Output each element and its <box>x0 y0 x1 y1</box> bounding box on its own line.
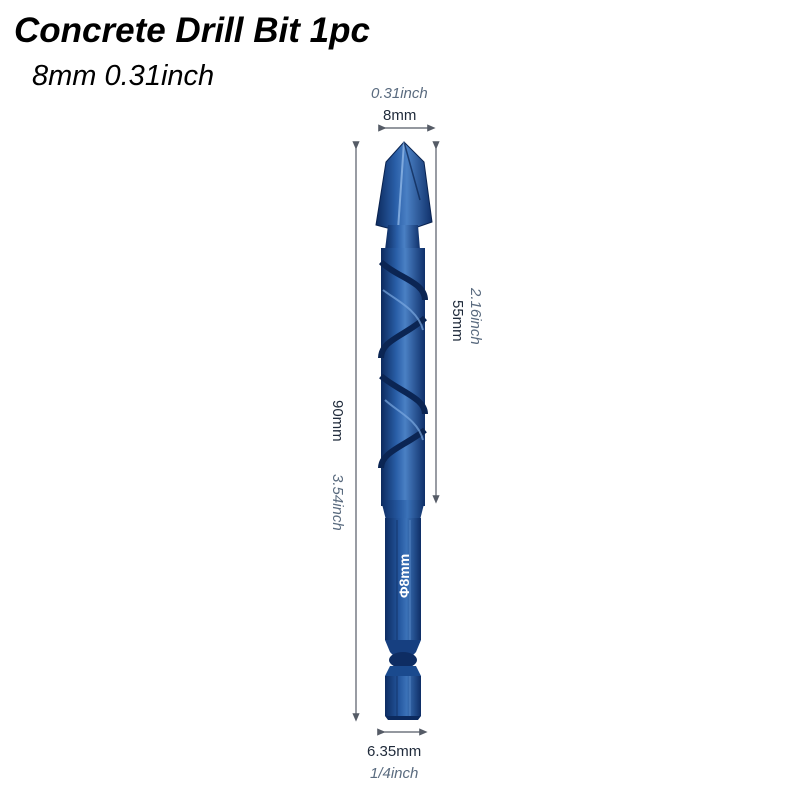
shank-width-inch-label: 1/4inch <box>370 765 419 782</box>
fluted-body <box>381 248 425 506</box>
product-title: Concrete Drill Bit 1pc <box>14 11 370 50</box>
tip-width-inch-label: 0.31inch <box>371 85 428 102</box>
hex-shank <box>385 518 421 640</box>
total-length-inch-label: 3.54inch <box>329 474 346 531</box>
flute-length-mm-label: 55mm <box>449 300 466 342</box>
drill-bit <box>375 141 433 720</box>
total-length-mm-label: 90mm <box>329 400 346 442</box>
flute-length-inch-label: 2.16inch <box>467 288 484 345</box>
tip-width-mm-label: 8mm <box>383 107 417 124</box>
shank-marking: Φ8mm <box>396 553 412 598</box>
product-subtitle: 8mm 0.31inch <box>32 60 215 92</box>
shank-width-mm-label: 6.35mm <box>367 743 422 760</box>
